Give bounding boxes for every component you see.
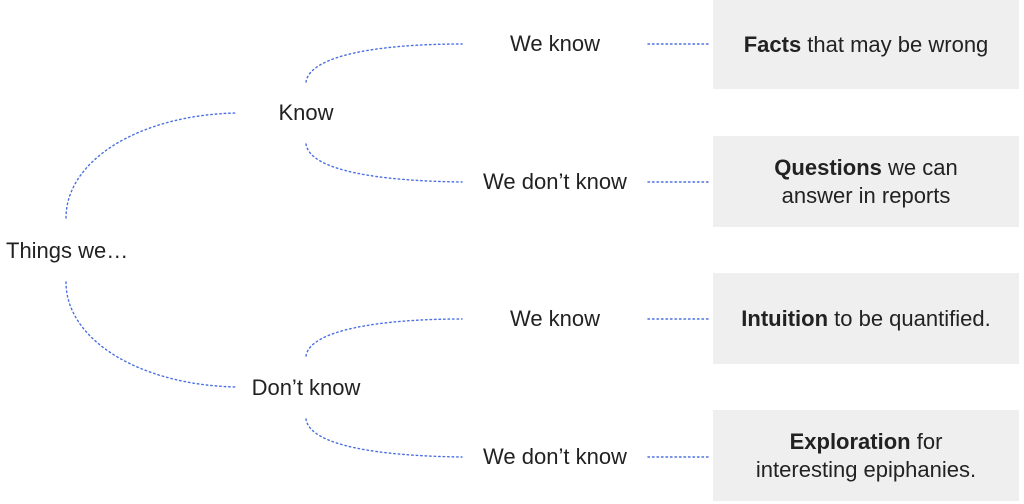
node-know-we-dont-know: We don’t know xyxy=(483,169,627,194)
node-dontknow-we-dont-know: We don’t know xyxy=(483,444,627,469)
outcome-exploration-bold: Exploration xyxy=(789,428,911,454)
connector-dontknow-wedontknow xyxy=(305,418,463,458)
outcome-questions-box: Questions we can answer in reports xyxy=(713,136,1019,227)
connector-root-dontknow xyxy=(65,281,237,388)
outcome-intuition-box: Intuition to be quantified. xyxy=(713,273,1019,364)
node-know: Know xyxy=(278,100,334,125)
outcome-questions-text: Questions we can answer in reports xyxy=(761,154,971,210)
outcome-facts-rest: that may be wrong xyxy=(801,31,989,57)
outcome-questions-rest: we can answer in reports xyxy=(781,154,958,208)
outcome-facts-text: Facts that may be wrong xyxy=(744,31,989,59)
outcome-intuition-text: Intuition to be quantified. xyxy=(741,305,990,333)
node-know-we-know: We know xyxy=(509,31,601,56)
connector-root-know xyxy=(65,112,237,219)
outcome-exploration-box: Exploration for interesting epiphanies. xyxy=(713,410,1019,501)
outcome-facts-box: Facts that may be wrong xyxy=(713,0,1019,89)
node-dontknow-we-know: We know xyxy=(509,306,601,331)
connector-dontknow-weknow xyxy=(305,318,463,357)
outcome-intuition-bold: Intuition xyxy=(741,305,829,331)
outcome-questions-bold: Questions xyxy=(774,154,882,180)
root-label: Things we… xyxy=(6,238,129,263)
connector-know-weknow xyxy=(305,43,463,83)
outcome-intuition-rest: to be quantified. xyxy=(828,305,991,331)
outcome-exploration-rest: for interesting epiphanies. xyxy=(755,428,977,482)
outcome-exploration-text: Exploration for interesting epiphanies. xyxy=(741,428,991,484)
connector-know-wedontknow xyxy=(305,143,463,183)
node-dont-know: Don’t know xyxy=(251,375,361,400)
outcome-facts-bold: Facts xyxy=(743,31,802,57)
